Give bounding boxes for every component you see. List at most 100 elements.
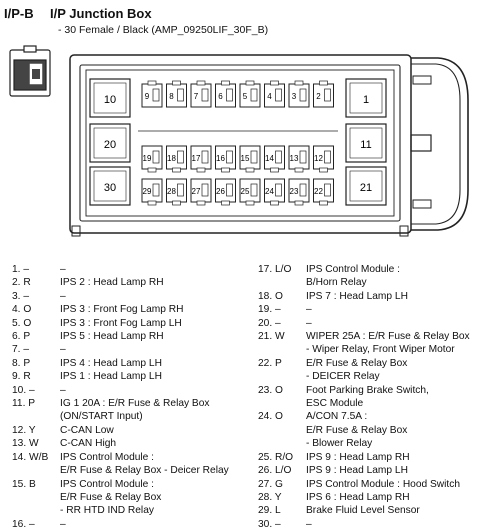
- small-pin: 25: [239, 178, 261, 206]
- pin-number: 23. O: [258, 384, 283, 396]
- small-pin-label: 12: [314, 154, 323, 163]
- pin-row: 1. ––: [12, 263, 229, 276]
- pin-number: [258, 370, 306, 383]
- pin-row: 3. ––: [12, 290, 229, 303]
- small-pin: 13: [288, 145, 310, 173]
- small-pin-label: 22: [314, 187, 323, 196]
- pin-number: 17. L/O: [258, 264, 292, 275]
- small-pin-label: 7: [194, 92, 199, 101]
- pin-row: - Blower Relay: [258, 437, 470, 450]
- pin-number: 19. –: [258, 304, 281, 316]
- pin-description: –: [60, 384, 66, 396]
- pin-description: - Blower Relay: [306, 438, 373, 450]
- large-pin-label: 11: [360, 139, 371, 151]
- small-pin: 14: [264, 145, 285, 173]
- pin-row: 10. ––: [12, 384, 229, 397]
- pin-number: [12, 504, 60, 517]
- pin-number: 30. –: [258, 518, 281, 530]
- pin-description: IPS Control Module : Hood Switch: [306, 478, 461, 490]
- pin-description: IPS 6 : Head Lamp RH: [306, 491, 410, 503]
- pin-number: 20. –: [258, 317, 281, 329]
- pin-description: - DEICER Relay: [306, 371, 380, 383]
- pin-description: IPS 5 : Head Lamp RH: [60, 331, 164, 343]
- pin-description: - RR HTD IND Relay: [60, 505, 154, 517]
- pin-row: 19. ––: [258, 303, 470, 316]
- small-pin: 4: [264, 80, 285, 108]
- small-pin-label: 2: [316, 92, 321, 101]
- pin-description: (ON/START Input): [60, 411, 143, 423]
- small-pin-label: 25: [241, 187, 250, 196]
- pin-description: IPS 4 : Head Lamp LH: [60, 357, 162, 369]
- small-pin-label: 26: [216, 187, 225, 196]
- pin-number: [12, 410, 60, 423]
- pin-number: 1. –: [12, 264, 29, 275]
- pin-description: C-CAN Low: [60, 424, 114, 436]
- pin-description: E/R Fuse & Relay Box - Deicer Relay: [60, 465, 229, 477]
- small-pin: 9: [141, 80, 163, 108]
- pin-row: - Wiper Relay, Front Wiper Motor: [258, 343, 470, 356]
- small-pin: 6: [215, 80, 236, 108]
- pin-description: –: [306, 518, 312, 530]
- small-pin: 12: [313, 145, 334, 173]
- pin-description: IPS 9 : Head Lamp RH: [306, 451, 410, 463]
- pin-number: 24. O: [258, 411, 283, 423]
- pin-row: 7. – –: [12, 343, 229, 356]
- pin-number: [12, 491, 60, 504]
- connector-subtitle: - 30 Female / Black (AMP_09250LIF_30F_B): [58, 24, 269, 36]
- small-pin: 22: [313, 178, 334, 206]
- small-pin-label: 28: [167, 187, 176, 196]
- pin-number: 18. O: [258, 290, 283, 302]
- pin-description: –: [60, 518, 66, 530]
- pin-row: 22. P E/R Fuse & Relay Box: [258, 357, 470, 370]
- pin-description: A/CON 7.5A :: [306, 411, 368, 423]
- large-pin-10: 10: [89, 78, 131, 118]
- pin-row: 20. ––: [258, 317, 470, 330]
- pin-number: 14. W/B: [12, 451, 49, 463]
- pin-number: 28. Y: [258, 491, 282, 503]
- connector-locator-icon: [9, 45, 51, 97]
- connector-id: I/P-B: [4, 6, 34, 21]
- small-pin: 8: [166, 80, 187, 108]
- small-pin: 26: [215, 178, 236, 206]
- pin-row: B/Horn Relay: [258, 276, 470, 289]
- pin-description: E/R Fuse & Relay Box: [306, 357, 408, 369]
- pin-description: IPS 1 : Head Lamp LH: [60, 371, 162, 383]
- small-pin: 23: [288, 178, 310, 206]
- small-pin-label: 24: [265, 187, 274, 196]
- small-pin-label: 13: [290, 154, 299, 163]
- pin-description: Brake Fluid Level Sensor: [306, 505, 420, 517]
- pin-description: B/Horn Relay: [306, 277, 367, 289]
- pin-description: - Wiper Relay, Front Wiper Motor: [306, 344, 455, 356]
- small-pin: 17: [190, 145, 212, 173]
- pin-number: 22. P: [258, 357, 282, 369]
- small-pin-label: 9: [145, 92, 150, 101]
- pin-number: [258, 397, 306, 410]
- large-pin-30: 30: [89, 166, 131, 206]
- pin-number: 15. B: [12, 478, 36, 490]
- pin-number: 7. –: [12, 344, 29, 356]
- pin-description: –: [60, 344, 66, 356]
- pin-number: 21. W: [258, 331, 285, 343]
- pin-description: IG 1 20A : E/R Fuse & Relay Box: [60, 398, 210, 410]
- pin-number: 25. R/O: [258, 451, 294, 463]
- small-pin-label: 15: [241, 154, 250, 163]
- pin-number: 5. O: [12, 317, 32, 329]
- small-pin: 27: [190, 178, 212, 206]
- pin-row: E/R Fuse & Relay Box: [12, 491, 229, 504]
- small-pin-label: 6: [218, 92, 223, 101]
- pin-number: 13. W: [12, 438, 39, 450]
- small-pin: 3: [288, 80, 310, 108]
- small-pin: 5: [239, 80, 261, 108]
